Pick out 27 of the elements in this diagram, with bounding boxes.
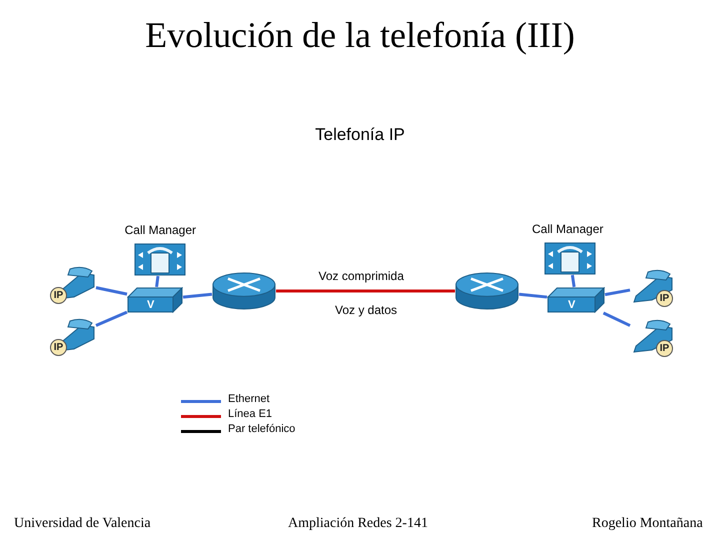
ip-badge: IP (50, 287, 67, 304)
slide-title: Evolución de la telefonía (III) (144, 14, 576, 56)
ip-badge: IP (656, 290, 673, 307)
connector-line (602, 312, 631, 327)
connector-line (95, 310, 128, 327)
device-label: Call Manager (532, 222, 604, 236)
legend-text: Ethernet (228, 393, 270, 405)
switch-mark: V (568, 299, 576, 311)
subtitle: Telefonía IP (314, 125, 406, 145)
connector-line (276, 290, 455, 292)
legend-text: Par telefónico (228, 423, 296, 435)
network-label: Voz y datos (335, 303, 398, 317)
connector-line (155, 276, 160, 288)
footer-text: Ampliación Redes 2-141 (288, 516, 428, 532)
device-label: Call Manager (124, 223, 196, 237)
footer-text: Universidad de Valencia (14, 516, 151, 532)
switch-mark: V (147, 299, 154, 311)
connector-line (518, 292, 548, 299)
ip-badge: IP (656, 340, 673, 357)
edge-label: Voz comprimida (318, 269, 404, 283)
connector-line (570, 274, 576, 288)
ip-badge: IP (50, 339, 67, 356)
footer-text: Rogelio Montañana (592, 516, 703, 532)
legend-text: Línea E1 (228, 408, 272, 420)
connector-line (182, 292, 212, 299)
connector-line (604, 288, 630, 296)
connector-line (96, 286, 128, 296)
